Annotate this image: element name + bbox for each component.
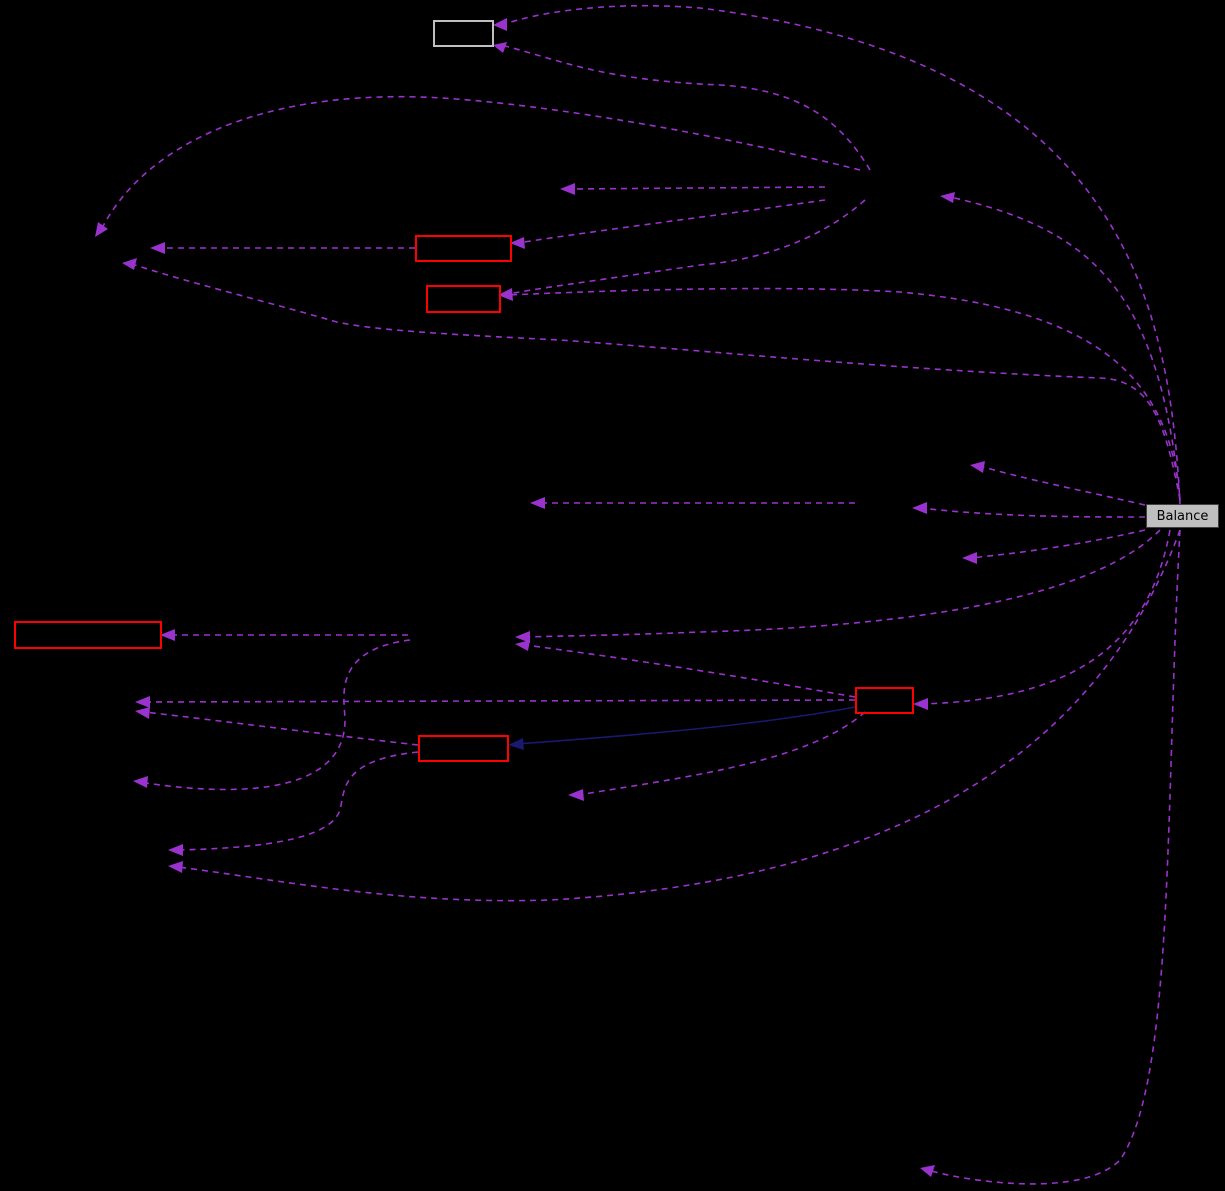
graph-node-red-5[interactable] bbox=[418, 735, 509, 762]
graph-node-balance[interactable]: Balance bbox=[1146, 504, 1219, 528]
graph-node-red-1[interactable] bbox=[415, 235, 512, 262]
graph-node-grey[interactable] bbox=[433, 20, 494, 47]
graph-node-red-3[interactable] bbox=[14, 621, 162, 649]
graph-arrowheads bbox=[95, 18, 985, 1177]
graph-node-red-4[interactable] bbox=[855, 687, 914, 714]
graph-node-red-2[interactable] bbox=[426, 285, 501, 313]
graph-node-balance-label: Balance bbox=[1156, 508, 1209, 524]
graph-edges bbox=[99, 4, 1181, 1185]
